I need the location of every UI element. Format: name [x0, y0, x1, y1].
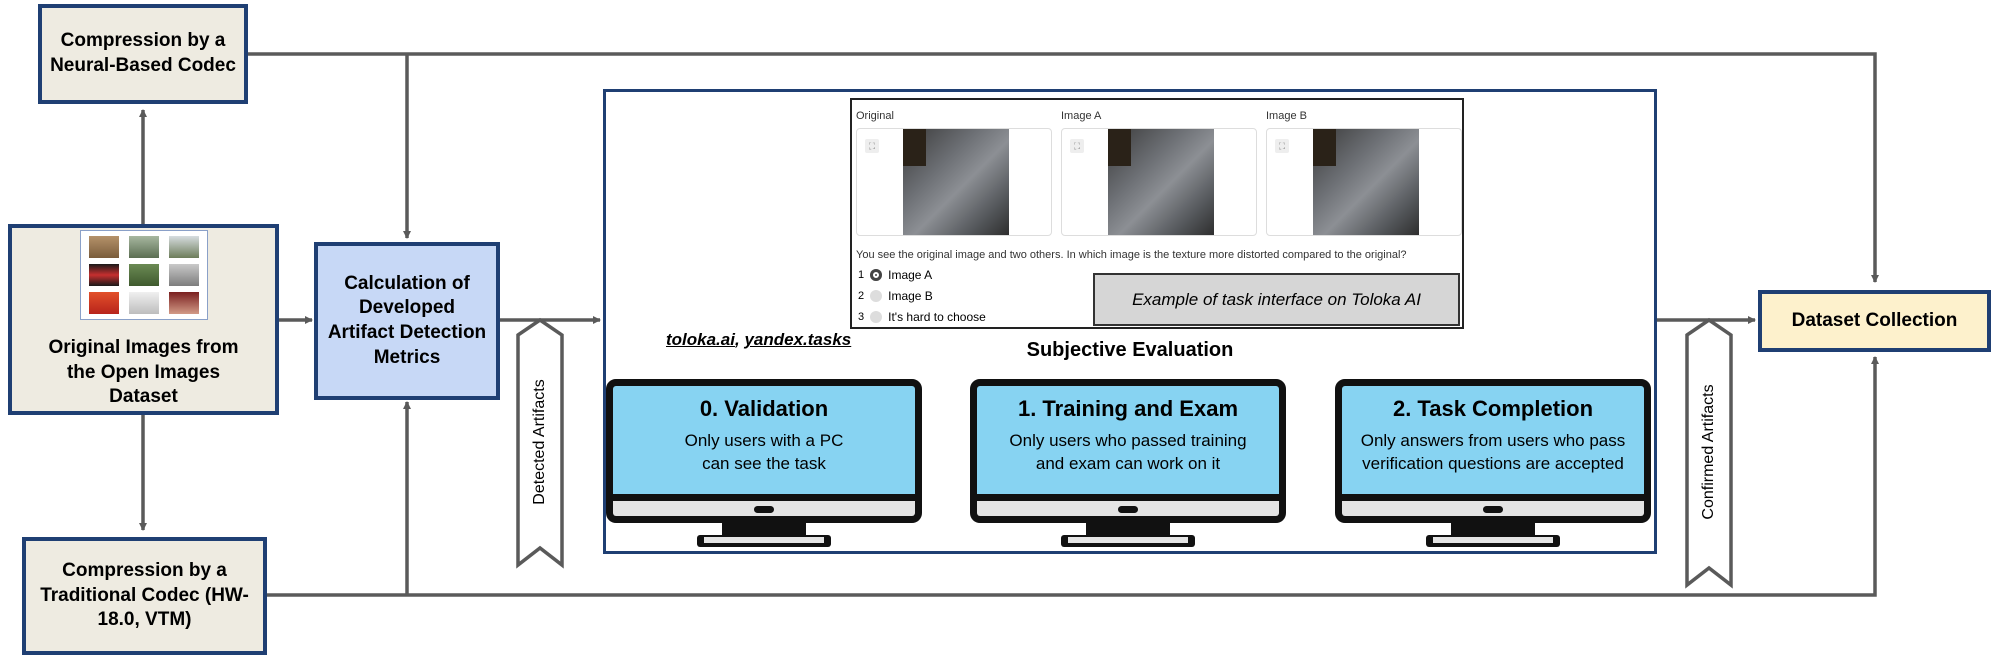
- step-title: 2. Task Completion: [1392, 396, 1594, 421]
- original-images-label: Original Images from the Open Images Dat…: [48, 337, 239, 408]
- traditional-codec-label: Compression by a Traditional Codec (HW-1…: [40, 559, 249, 631]
- monitor-screen: 1. Training and Exam Only users who pass…: [970, 379, 1286, 501]
- image-card-a: ⛶: [1061, 128, 1257, 236]
- monitor-stand-inner: [704, 537, 824, 543]
- thumbnail-image: [168, 236, 199, 258]
- panel-label-image-a: Image A: [1061, 110, 1102, 122]
- neural-codec-label: Compression by a Neural-Based Codec: [50, 30, 236, 76]
- step-text: Only users with a PC can see the task: [684, 431, 844, 473]
- thumbnail-image: [88, 292, 119, 314]
- thumbnail-image: [128, 292, 159, 314]
- metrics-node: Calculation of Developed Artifact Detect…: [314, 242, 500, 400]
- dataset-collection-node: Dataset Collection: [1758, 290, 1991, 352]
- thumbnail-image: [168, 292, 199, 314]
- confirmed-artifacts-label: Confirmed Artifacts: [1700, 384, 1717, 520]
- metrics-label: Calculation of Developed Artifact Detect…: [327, 272, 487, 368]
- answer-option-a[interactable]: 1 Image A: [858, 268, 932, 282]
- step-text: Only users who passed training and exam …: [1009, 431, 1247, 473]
- line-neural-to-dataset: [248, 52, 1879, 283]
- thumbnail-image: [168, 264, 199, 286]
- monitor-screen: 2. Task Completion Only answers from use…: [1335, 379, 1651, 501]
- monitor-screen: 0. Validation Only users with a PC can s…: [606, 379, 922, 501]
- thumbnail-image: [88, 236, 119, 258]
- image-b-photo: [1313, 129, 1419, 235]
- dataset-collection-label: Dataset Collection: [1791, 309, 1958, 331]
- thumbnail-image: [88, 264, 119, 286]
- line-traditional-to-dataset: [267, 356, 1879, 597]
- yandex-tasks-link[interactable]: yandex.tasks: [744, 330, 852, 349]
- panel-label-original: Original: [856, 110, 894, 122]
- expand-icon[interactable]: ⛶: [1070, 139, 1084, 153]
- step-text: Only answers from users who pass verific…: [1360, 431, 1626, 473]
- step-title: 1. Training and Exam: [1017, 396, 1239, 421]
- original-photo: [903, 129, 1009, 235]
- platforms-separator: ,: [734, 330, 740, 349]
- monitor-stand-inner: [1433, 537, 1553, 543]
- monitor-stand-inner: [1068, 537, 1188, 543]
- section-title: Subjective Evaluation: [1026, 339, 1234, 361]
- image-card-original: ⛶: [856, 128, 1052, 236]
- monitor-neck: [1451, 523, 1535, 536]
- option-number: 2: [858, 290, 865, 302]
- option-number: 1: [858, 269, 865, 281]
- option-label: Image A: [888, 268, 933, 282]
- expand-icon[interactable]: ⛶: [865, 139, 879, 153]
- original-images-node: Original Images from the Open Images Dat…: [8, 224, 279, 415]
- task-interface-caption: Example of task interface on Toloka AI: [1093, 273, 1460, 326]
- confirmed-banner-shape: [1685, 317, 1733, 589]
- radio-icon[interactable]: [870, 290, 883, 302]
- task-interface-screenshot: Original Image A Image B ⛶ ⛶ ⛶ You see t…: [850, 98, 1464, 329]
- monitor-neck: [722, 523, 806, 536]
- option-label: Image B: [888, 289, 933, 303]
- platforms-line: toloka.ai, yandex.tasks: [666, 330, 851, 350]
- option-label: It's hard to choose: [888, 310, 986, 324]
- image-card-b: ⛶: [1266, 128, 1462, 236]
- power-button-icon: [1483, 506, 1503, 513]
- panel-label-image-b: Image B: [1266, 110, 1307, 122]
- detected-banner-shape: [516, 317, 564, 569]
- neural-codec-node: Compression by a Neural-Based Codec: [38, 4, 248, 104]
- traditional-codec-node: Compression by a Traditional Codec (HW-1…: [22, 537, 267, 655]
- task-question: You see the original image and two other…: [856, 249, 1407, 261]
- radio-selected-icon[interactable]: [870, 269, 883, 281]
- thumbnail-image: [128, 236, 159, 258]
- power-button-icon: [754, 506, 774, 513]
- expand-icon[interactable]: ⛶: [1275, 139, 1289, 153]
- step-title: 0. Validation: [699, 396, 829, 421]
- radio-icon[interactable]: [870, 311, 883, 323]
- detected-artifacts-label: Detected Artifacts: [531, 379, 548, 505]
- answer-option-hard[interactable]: 3 It's hard to choose: [858, 310, 986, 324]
- power-button-icon: [1118, 506, 1138, 513]
- answer-option-b[interactable]: 2 Image B: [858, 289, 933, 303]
- dataset-thumbnails: [79, 230, 208, 320]
- image-a-photo: [1108, 129, 1214, 235]
- toloka-link[interactable]: toloka.ai: [666, 330, 735, 349]
- option-number: 3: [858, 311, 865, 323]
- thumbnail-image: [128, 264, 159, 286]
- monitor-neck: [1086, 523, 1170, 536]
